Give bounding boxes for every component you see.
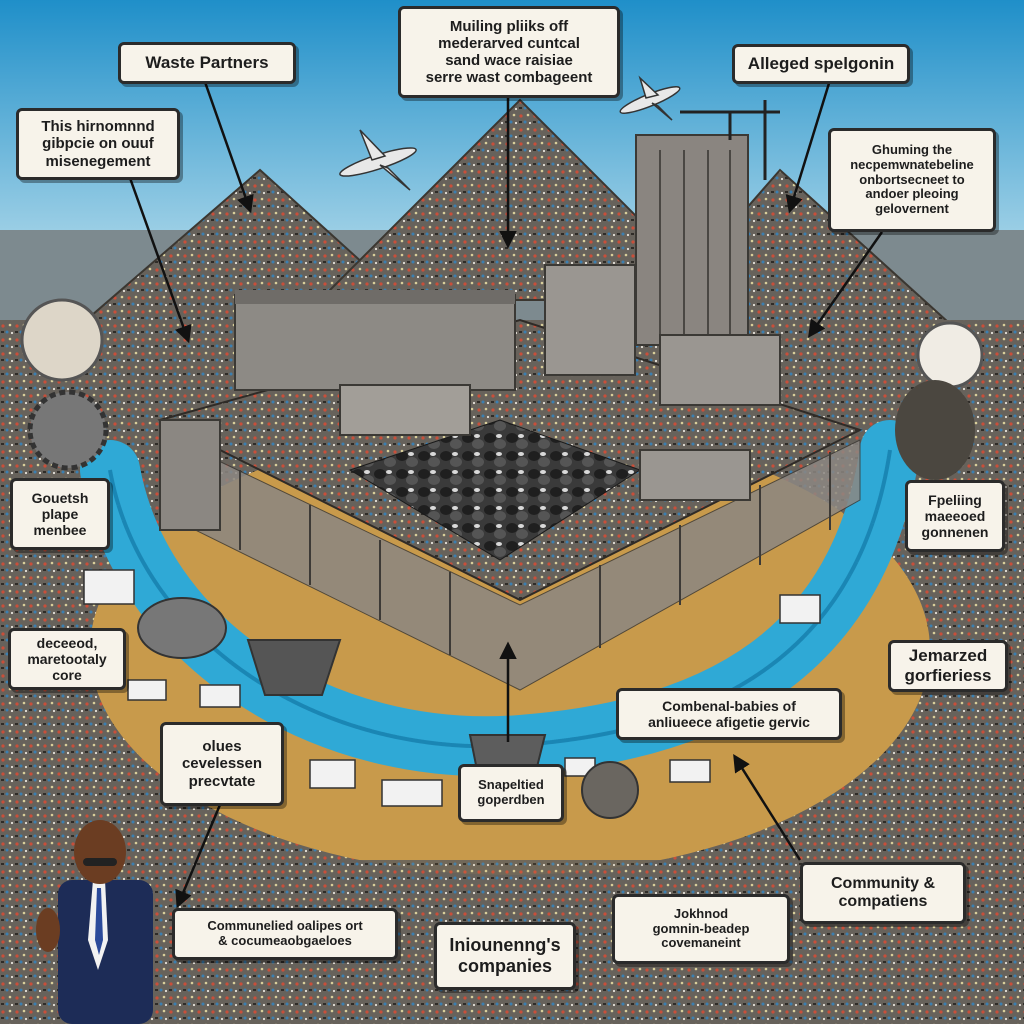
low-building-front bbox=[639, 449, 751, 501]
arrow-lower-left bbox=[175, 799, 224, 909]
callout-alleged: Alleged spelgonin bbox=[732, 44, 910, 84]
callout-lower-left: Communelied oalipes ort & cocumeaobgaelo… bbox=[172, 908, 398, 960]
callout-center: Snapeltied goperdben bbox=[458, 764, 564, 822]
rubble-sphere bbox=[581, 761, 639, 819]
construction-crane bbox=[680, 100, 780, 180]
callout-waste-partners: Waste Partners bbox=[118, 42, 296, 84]
callout-top-center: Muiling pliiks off mederarved cuntcal sa… bbox=[398, 6, 620, 98]
callout-center-right: Combenal-babies of anliueece afigetie ge… bbox=[616, 688, 842, 740]
center-garbage-mountain bbox=[317, 98, 723, 301]
callout-right-lower: Jemarzed gorfieriess bbox=[888, 640, 1008, 692]
office-tower bbox=[635, 134, 749, 346]
low-building-left bbox=[339, 384, 471, 436]
arrow-mismanagement bbox=[128, 177, 192, 344]
warehouse-building bbox=[234, 294, 516, 391]
fence-posts bbox=[239, 452, 831, 655]
callout-left-lower: deceeod, maretootaly core bbox=[8, 628, 126, 690]
right-emblem bbox=[916, 321, 984, 389]
trucks bbox=[83, 569, 821, 807]
callout-community: Community & compatiens bbox=[800, 862, 966, 924]
callout-companies: Iniounenng's companies bbox=[434, 922, 576, 990]
arrow-alleged bbox=[785, 79, 832, 214]
mid-building bbox=[544, 264, 636, 376]
right-hedgehog-pile bbox=[895, 380, 975, 480]
callout-mismanagement: This hirnomnnd gibpcie on ouuf misenegem… bbox=[16, 108, 180, 180]
callout-bottom-center: Jokhnod gomnin-beadep covemaneint bbox=[612, 894, 790, 964]
callout-government: Ghuming the necpemwnatebeline onbortsecn… bbox=[828, 128, 996, 232]
airplane-right bbox=[619, 75, 681, 121]
airplane-left bbox=[339, 129, 417, 191]
arrow-waste-partners bbox=[203, 81, 254, 214]
arrow-government bbox=[807, 231, 884, 338]
tower-windows bbox=[659, 150, 731, 335]
enclosure-block bbox=[159, 419, 221, 531]
warehouse-roof bbox=[235, 290, 515, 304]
left-emblem-top bbox=[20, 298, 104, 382]
callout-arrows bbox=[128, 79, 884, 909]
waste-tray bbox=[246, 639, 342, 696]
callout-center-left: olues cevelessen precvtate bbox=[160, 722, 284, 806]
left-gear-emblem bbox=[27, 389, 109, 471]
politician-figure bbox=[36, 820, 153, 1024]
left-waste-bin bbox=[137, 597, 227, 659]
arrow-community bbox=[733, 754, 802, 861]
callout-left-mid: Gouetsh plape menbee bbox=[10, 478, 110, 550]
callout-right-mid: Fpeliing maeeoed gonnenen bbox=[905, 480, 1005, 552]
low-building-right bbox=[659, 334, 781, 406]
